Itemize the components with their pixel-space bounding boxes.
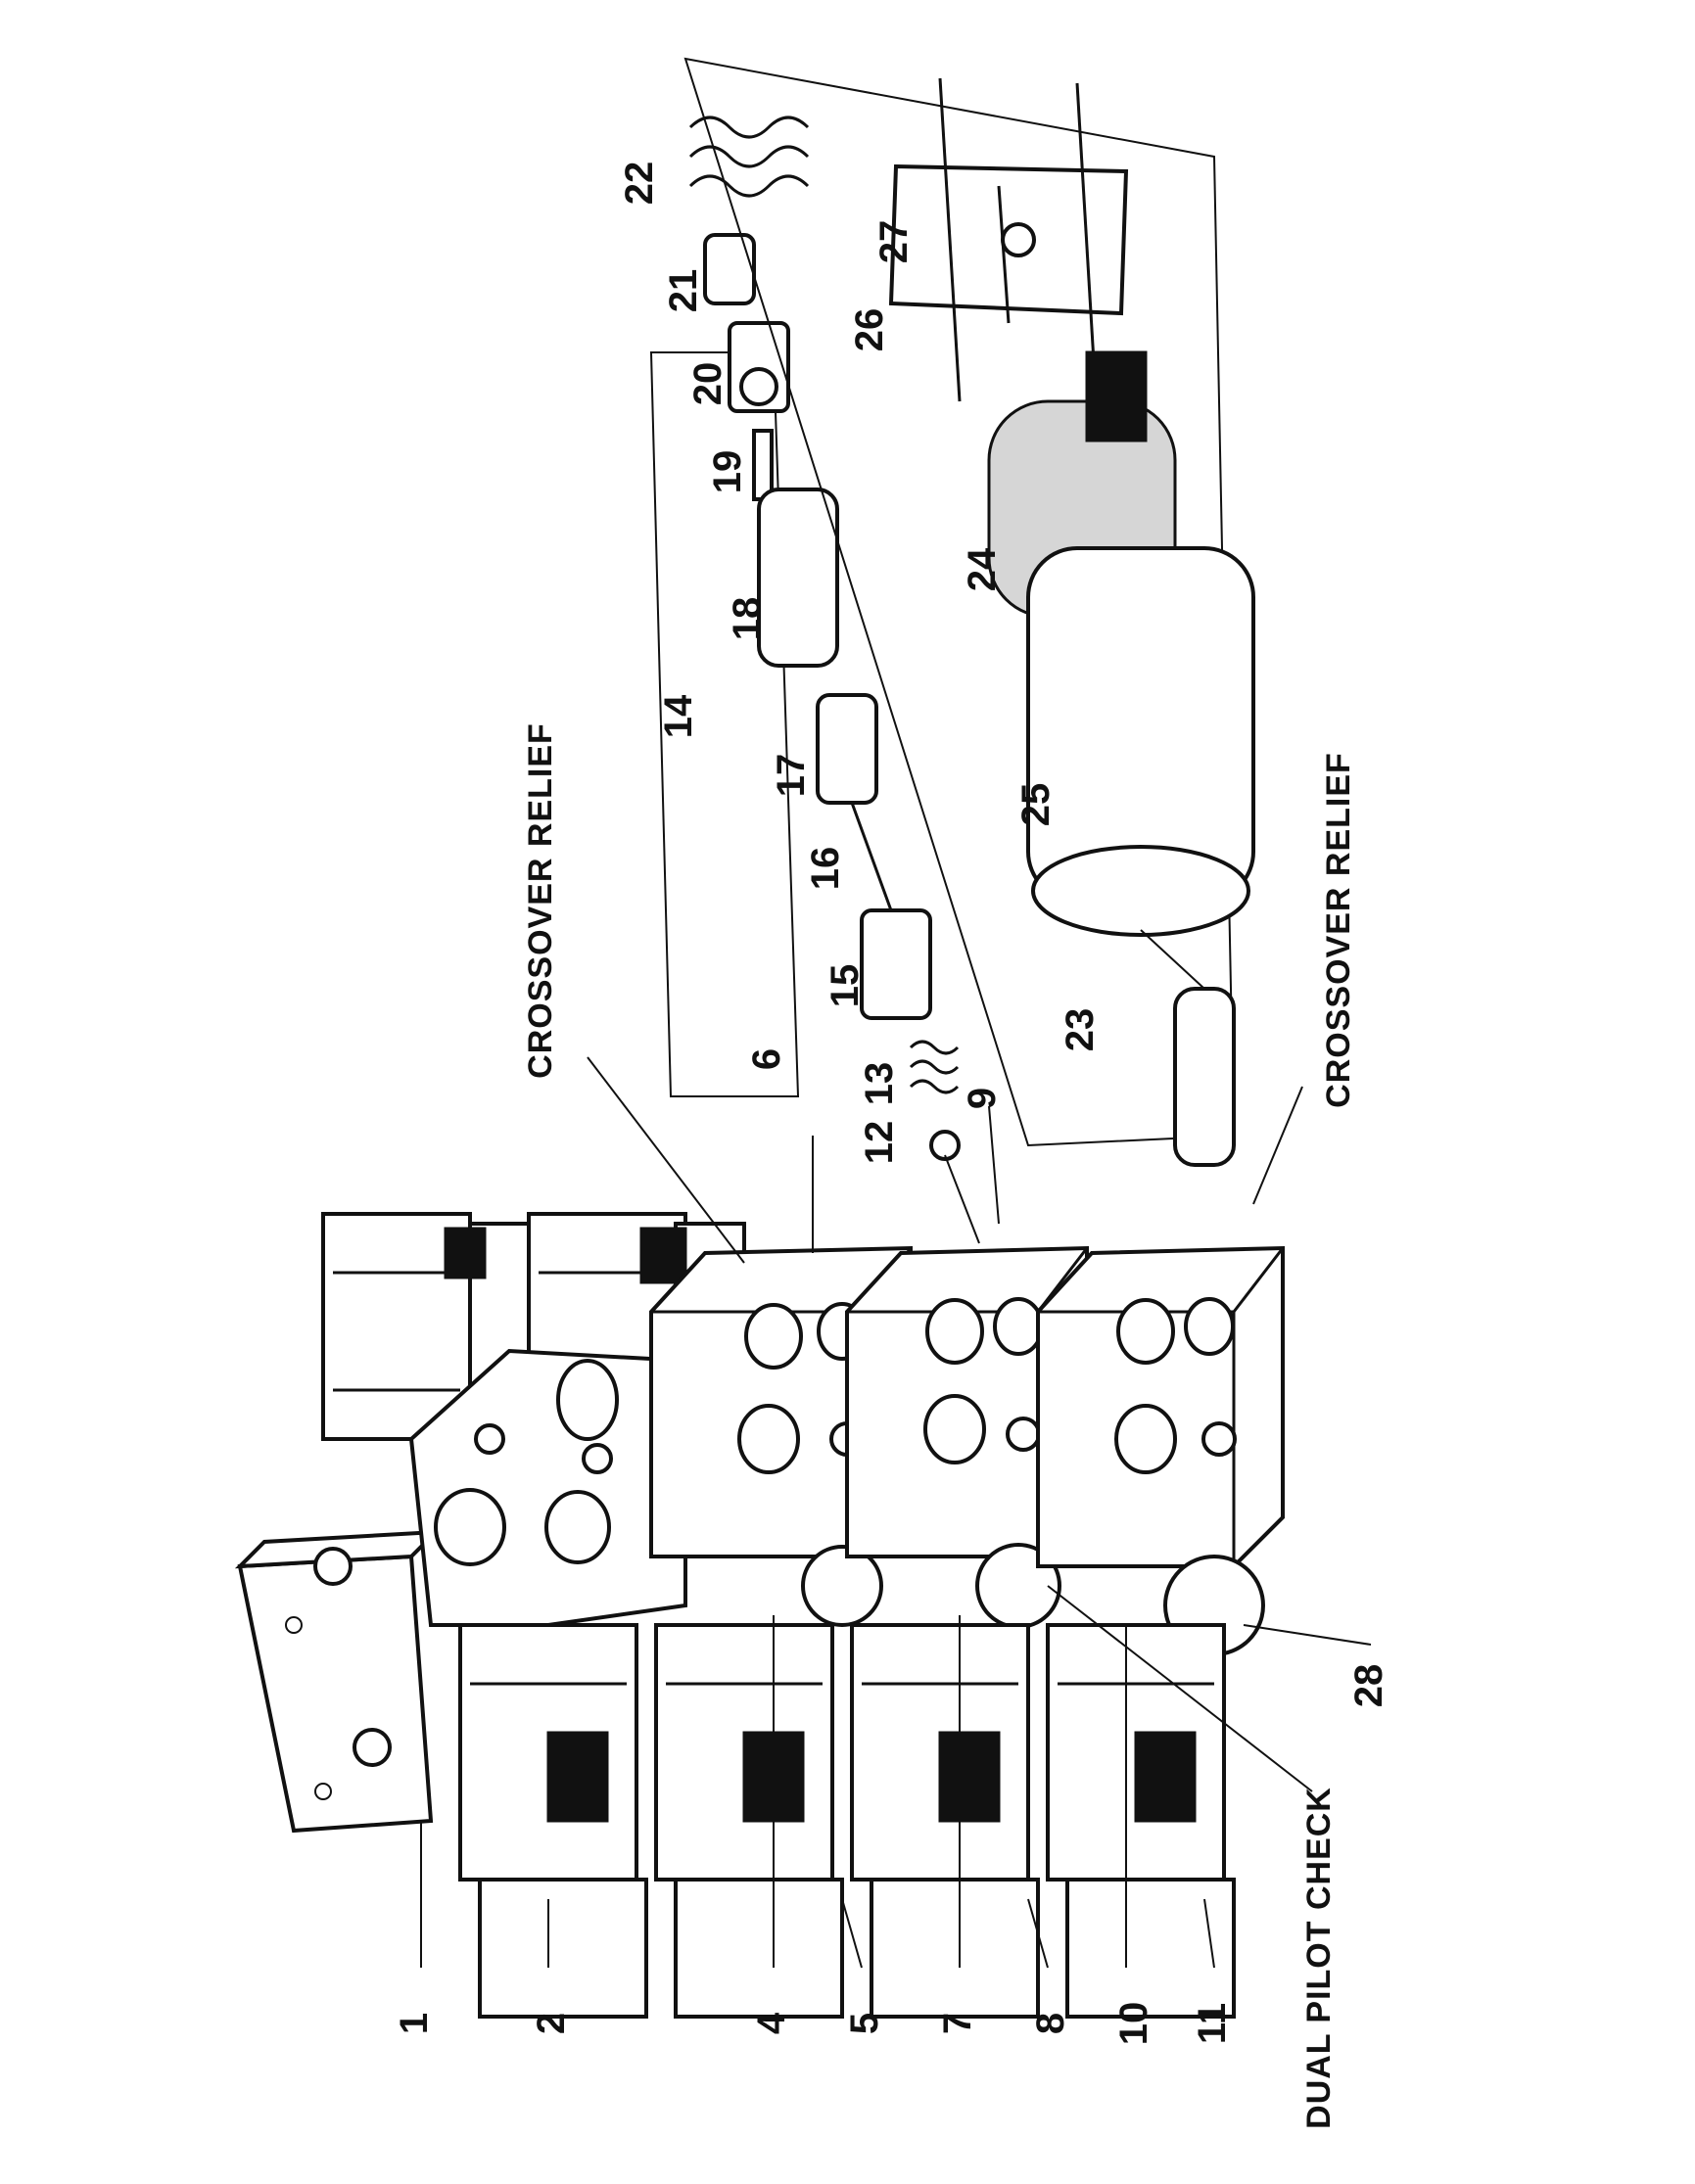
callout-1: 1 bbox=[393, 2012, 436, 2035]
callout-8: 8 bbox=[1029, 2012, 1072, 2035]
mounting-plate bbox=[234, 1529, 442, 1834]
callout-13: 13 bbox=[858, 1061, 901, 1106]
central-manifold bbox=[408, 1348, 687, 1627]
callout-24: 24 bbox=[961, 547, 1004, 592]
callout-11: 11 bbox=[1191, 2002, 1234, 2045]
callout-10: 10 bbox=[1112, 2001, 1155, 2046]
callout-15: 15 bbox=[824, 963, 867, 1008]
callout-20: 20 bbox=[686, 361, 730, 406]
callout-7: 7 bbox=[936, 2012, 979, 2035]
callout-9: 9 bbox=[961, 1087, 1004, 1110]
callout-21: 21 bbox=[662, 268, 705, 313]
valve-block-dual-pilot-check bbox=[845, 1245, 1089, 1629]
caption-dual-pilot-check: DUAL PILOT CHECK bbox=[1300, 1787, 1338, 2129]
caption-crossover-relief-bottom: CROSSOVER RELIEF bbox=[1320, 752, 1357, 1108]
callout-23: 23 bbox=[1059, 1007, 1102, 1052]
callout-2: 2 bbox=[530, 2012, 573, 2035]
callout-5: 5 bbox=[843, 2012, 886, 2035]
callout-22: 22 bbox=[618, 161, 661, 206]
callout-18: 18 bbox=[726, 596, 769, 641]
leader-lines bbox=[420, 1056, 1372, 1969]
callout-27: 27 bbox=[872, 219, 916, 264]
callout-19: 19 bbox=[706, 449, 749, 494]
callout-6: 6 bbox=[745, 1047, 788, 1071]
callout-26: 26 bbox=[848, 307, 891, 352]
callout-4: 4 bbox=[750, 2012, 793, 2035]
caption-crossover-relief-top: CROSSOVER RELIEF bbox=[522, 722, 559, 1079]
callout-17: 17 bbox=[770, 753, 813, 798]
callout-28: 28 bbox=[1347, 1663, 1390, 1708]
cartridge-valve-parts bbox=[649, 116, 980, 1244]
callout-14: 14 bbox=[657, 694, 700, 739]
callout-25: 25 bbox=[1014, 782, 1058, 827]
valve-block-crossover-relief-bottom bbox=[1036, 1245, 1285, 1656]
coil-assembly bbox=[683, 57, 1255, 1167]
callout-16: 16 bbox=[804, 846, 847, 891]
front-solenoid-valves bbox=[458, 1623, 1236, 2019]
